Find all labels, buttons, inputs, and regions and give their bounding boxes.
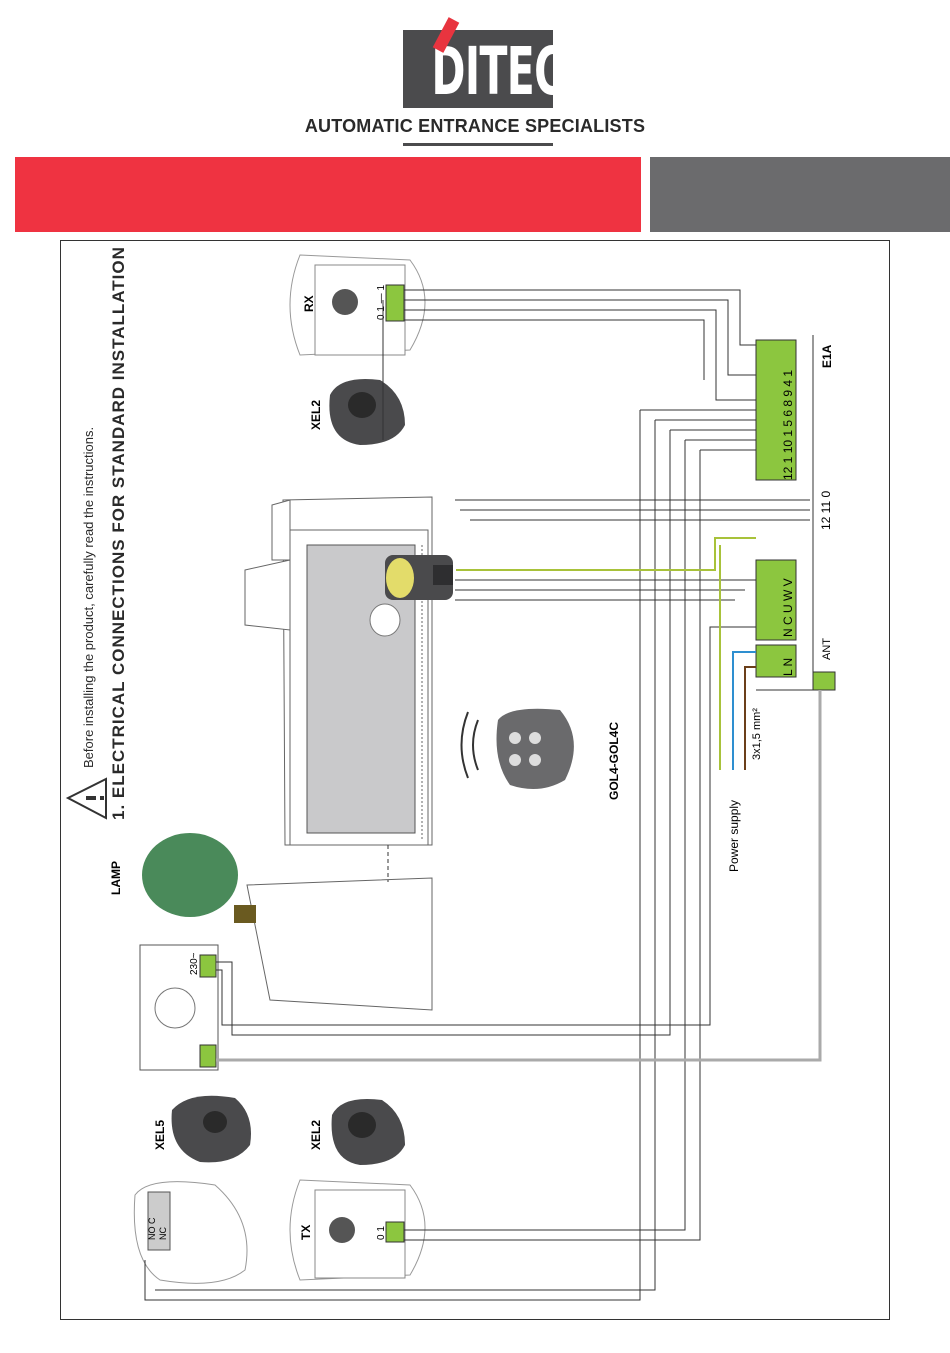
xel5-contact-nc: NC xyxy=(158,1227,168,1240)
ant-label: ANT xyxy=(821,638,833,660)
xel2-top-photocell: XEL2 xyxy=(309,379,405,445)
lamp-terminal-box: 230~ xyxy=(140,945,218,1070)
lamp-voltage-label: 230~ xyxy=(189,952,200,975)
xel2-bottom-label: XEL2 xyxy=(309,1120,323,1150)
xel2-bottom-photocell: XEL2 xyxy=(309,1099,405,1165)
xel5-contact-no-c: NO C xyxy=(147,1217,157,1240)
remote-control: GOL4-GOL4C xyxy=(462,709,622,800)
warning-icon xyxy=(68,779,106,818)
lamp-icon: LAMP xyxy=(109,833,256,923)
tx-label: TX xyxy=(299,1225,313,1240)
power-supply-label: Power supply xyxy=(727,800,741,872)
xel2-top-label: XEL2 xyxy=(309,400,323,430)
rx-label: RX xyxy=(302,295,316,312)
section-title-group: 1. ELECTRICAL CONNECTIONS FOR STANDARD I… xyxy=(109,246,128,820)
section-title: 1. ELECTRICAL CONNECTIONS FOR STANDARD I… xyxy=(109,246,128,820)
control-board-e1a: E1A 12 1 10 1 5 6 8 9 4 1 12 11 0 N C U … xyxy=(756,335,835,690)
remote-label: GOL4-GOL4C xyxy=(607,722,621,800)
gate-flasher-icon xyxy=(385,555,453,600)
board-label: E1A xyxy=(820,344,834,368)
warning-text: Before installing the product, carefully… xyxy=(81,427,96,768)
tx-terminal-label: 0 1 xyxy=(376,1226,387,1240)
terminal-row-control: 12 1 10 1 5 6 8 9 4 1 xyxy=(781,370,795,480)
xel5-keyswitch: XEL5 xyxy=(153,1096,251,1163)
cable-spec-label: 3x1,5 mm² xyxy=(751,708,763,760)
rx-terminal-label: 0 1 — 1 xyxy=(376,285,387,320)
rx-photocell: RX 0 1 — 1 xyxy=(290,255,425,355)
warning-group: Before installing the product, carefully… xyxy=(81,427,96,768)
xel5-label: XEL5 xyxy=(153,1120,167,1150)
terminal-row-motor: N C U W V xyxy=(781,578,795,637)
terminal-row-power: L N xyxy=(781,658,795,676)
photocell-reflector-icon xyxy=(370,604,400,636)
terminal-row-aux: 12 11 0 xyxy=(819,491,833,530)
lamp-label: LAMP xyxy=(109,861,123,895)
xel5-contacts: NO C NC xyxy=(134,1182,247,1284)
